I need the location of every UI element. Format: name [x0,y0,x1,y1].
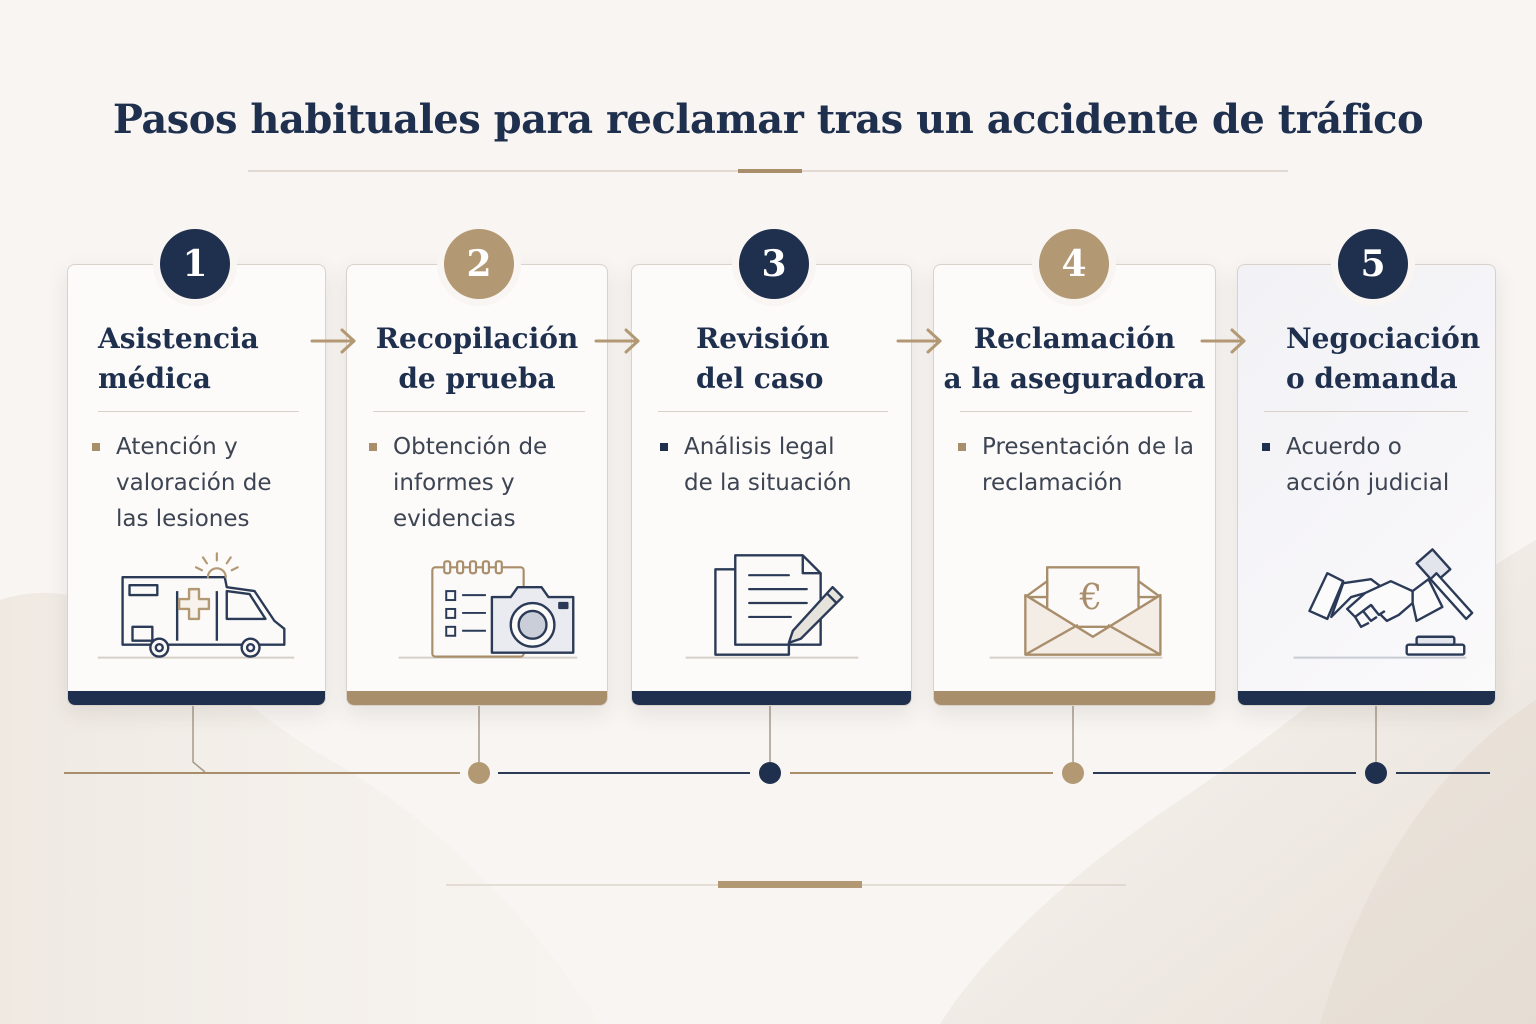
step-divider [1264,411,1468,412]
step-description: Atención y valoración de las lesiones [92,429,271,537]
step-card-1: Asistencia médica Atención y valoración … [67,264,326,706]
timeline-node [759,762,781,784]
step-divider [373,411,585,412]
step-2-number-badge: 2 [444,229,514,299]
card-bottom-bar [347,691,607,705]
arrow-right-icon [1200,328,1246,354]
bullet-square [958,443,966,451]
arrow-right-icon [594,328,640,354]
step-description: Acuerdo o acción judicial [1262,429,1449,501]
handshake-gavel-icon [1293,548,1474,659]
arrow-right-icon [896,328,942,354]
bullet-square [660,443,668,451]
step-card-3: Revisión del caso Análisis legal de la s… [631,264,912,706]
step-title: Revisión del caso [696,322,830,395]
title-divider [248,169,1288,173]
step-3-number-badge: 3 [739,229,809,299]
bullet-square [92,443,100,451]
step-1-number-badge: 1 [160,229,230,299]
step-divider [98,411,299,412]
step-card-4: Reclamación a la aseguradora Presentació… [933,264,1216,706]
step-divider [658,411,888,412]
timeline-node [1365,762,1387,784]
timeline [64,706,1490,784]
step-description: Presentación de la reclamación [958,429,1194,501]
svg-text:€: € [1079,577,1103,618]
timeline-node [468,762,490,784]
step-5-number-badge: 5 [1338,229,1408,299]
page-title: Pasos habituales para reclamar tras un a… [112,96,1424,143]
timeline-node [1062,762,1084,784]
step-card-5: Negociación o demanda Acuerdo o acción j… [1237,264,1496,706]
checklist-camera-icon [398,560,578,659]
step-divider [960,411,1192,412]
bullet-square [369,443,377,451]
step-description: Obtención de informes y evidencias [369,429,547,537]
card-bottom-bar [1238,691,1495,705]
card-bottom-bar [632,691,911,705]
step-title: Reclamación a la aseguradora [943,322,1206,395]
bottom-divider [446,881,1126,888]
arrow-right-icon [310,328,356,354]
step-title: Asistencia médica [98,322,259,395]
step-card-2: Recopilación de prueba Obtención de info… [346,264,608,706]
document-pen-icon [685,554,859,659]
step-title: Recopilación de prueba [375,322,579,395]
step-4-number-badge: 4 [1039,229,1109,299]
step-title: Negociación o demanda [1286,322,1481,395]
ambulance-icon [97,552,295,659]
euro-envelope-icon: € [989,566,1163,659]
card-bottom-bar [68,691,325,705]
step-description: Análisis legal de la situación [660,429,852,501]
card-bottom-bar [934,691,1215,705]
bullet-square [1262,443,1270,451]
